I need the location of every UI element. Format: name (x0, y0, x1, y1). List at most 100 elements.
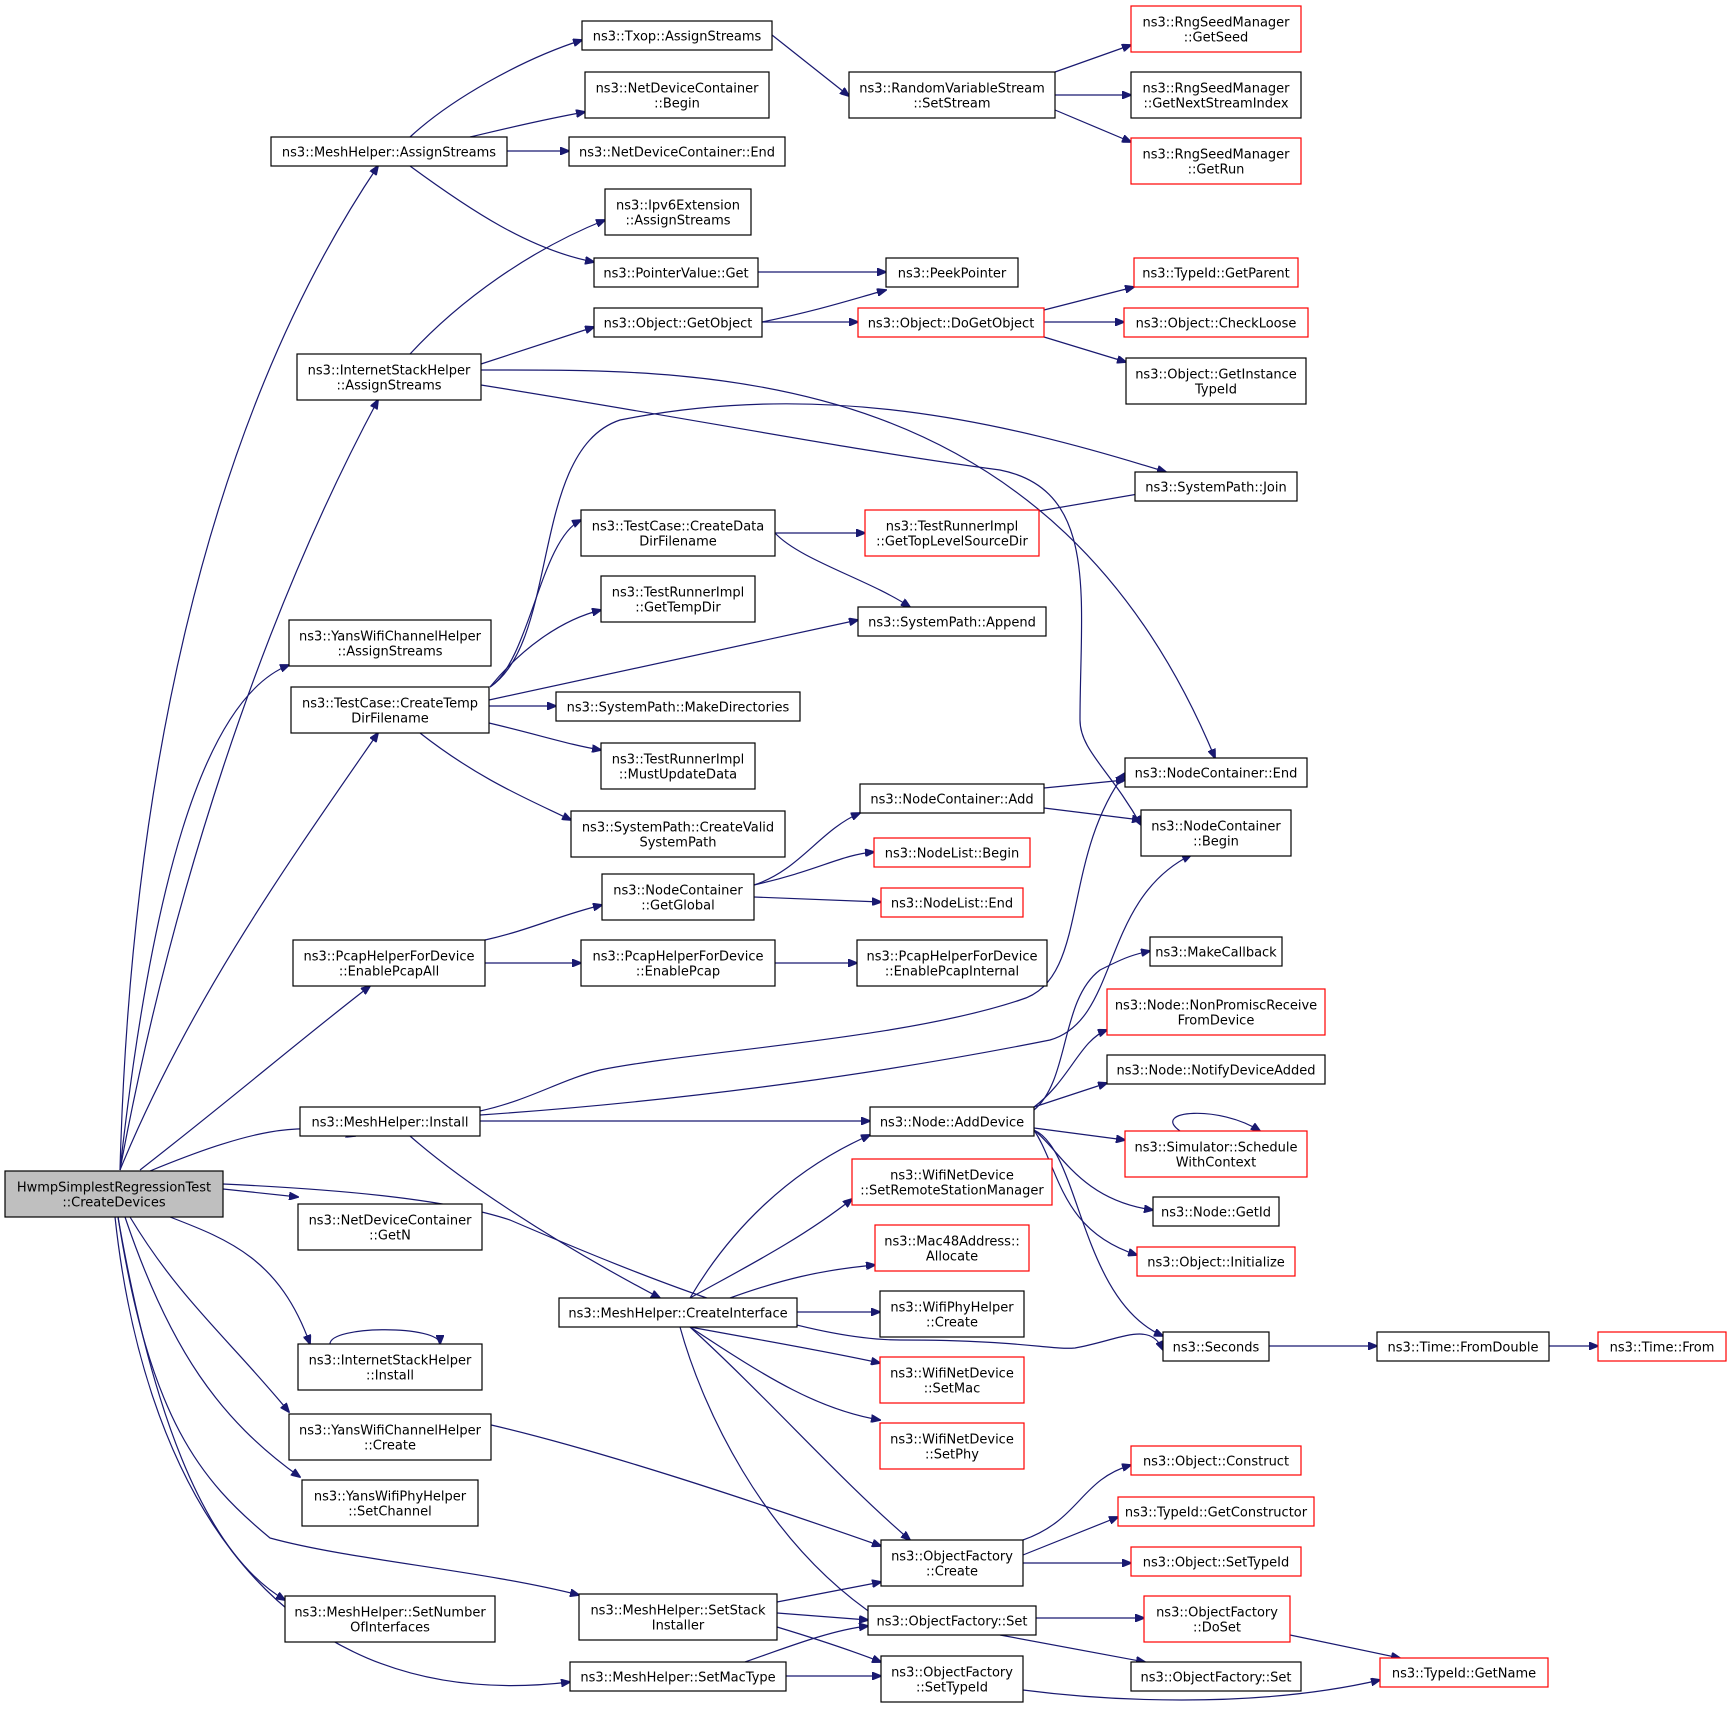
edge-path (753, 813, 860, 886)
function-node[interactable]: ns3::Object::Initialize (1136, 1246, 1296, 1277)
function-node[interactable]: ns3::Object::SetTypeId (1130, 1546, 1302, 1577)
node-label: ns3::Node::NonPromiscReceive (1115, 999, 1317, 1014)
function-node[interactable]: ns3::ObjectFactory::Set (1130, 1661, 1302, 1692)
function-node[interactable]: ns3::TestRunnerImpl::GetTopLevelSourceDi… (864, 509, 1040, 557)
node-box (578, 1593, 778, 1641)
node-label: ns3::PcapHelperForDevice (593, 950, 764, 965)
function-node[interactable]: ns3::YansWifiPhyHelper::SetChannel (301, 1479, 479, 1527)
function-node[interactable]: ns3::MeshHelper::CreateInterface (558, 1297, 798, 1328)
function-node[interactable]: ns3::ObjectFactory::SetTypeId (880, 1655, 1024, 1703)
node-label: ns3::MeshHelper::CreateInterface (568, 1307, 787, 1322)
function-node[interactable]: ns3::Ipv6Extension::AssignStreams (604, 188, 752, 236)
edge-path (1054, 109, 1131, 142)
function-node[interactable]: ns3::WifiPhyHelper::Create (879, 1290, 1025, 1338)
node-label: ns3::SystemPath::Append (868, 616, 1036, 631)
function-node[interactable]: ns3::Object::CheckLoose (1123, 307, 1309, 338)
function-node[interactable]: ns3::Mac48Address::Allocate (874, 1224, 1030, 1272)
function-node[interactable]: ns3::MeshHelper::SetMacType (569, 1661, 787, 1692)
function-node[interactable]: ns3::TestRunnerImpl::GetTempDir (600, 575, 756, 623)
function-node[interactable]: ns3::InternetStackHelper::AssignStreams (296, 353, 482, 401)
edge-path (119, 166, 378, 1171)
function-node[interactable]: ns3::InternetStackHelper::Install (297, 1343, 483, 1391)
function-node[interactable]: ns3::Object::DoGetObject (857, 307, 1045, 338)
function-node[interactable]: ns3::YansWifiChannelHelper::Create (288, 1413, 492, 1461)
node-box (873, 837, 1031, 868)
function-node[interactable]: ns3::Txop::AssignStreams (581, 20, 773, 51)
node-label: SystemPath (639, 836, 716, 851)
function-node[interactable]: ns3::NodeList::End (880, 887, 1024, 918)
function-node[interactable]: ns3::PointerValue::Get (593, 257, 759, 288)
function-node[interactable]: ns3::PcapHelperForDevice::EnablePcapAll (292, 939, 486, 987)
function-node[interactable]: ns3::SystemPath::MakeDirectories (555, 691, 801, 722)
function-node[interactable]: ns3::ObjectFactory::DoSet (1143, 1595, 1291, 1643)
node-label: HwmpSimplestRegressionTest (17, 1181, 211, 1196)
function-node[interactable]: ns3::Node::AddDevice (869, 1106, 1035, 1137)
function-node[interactable]: ns3::RngSeedManager::GetSeed (1130, 5, 1302, 53)
call-edge (119, 400, 378, 1171)
edge-path (484, 905, 602, 941)
function-node[interactable]: ns3::RngSeedManager::GetNextStreamIndex (1130, 71, 1302, 119)
node-box (1130, 1546, 1302, 1577)
node-box (1106, 988, 1326, 1036)
node-box (292, 939, 486, 987)
function-node[interactable]: ns3::PcapHelperForDevice::EnablePcapInte… (856, 939, 1048, 987)
function-node[interactable]: ns3::NodeContainer::GetGlobal (601, 873, 755, 921)
function-node[interactable]: ns3::PcapHelperForDevice::EnablePcap (580, 939, 776, 987)
node-label: ::SetTypeId (916, 1681, 988, 1696)
edge-layer (114, 34, 1598, 1701)
function-node[interactable]: ns3::NodeList::Begin (873, 837, 1031, 868)
function-node[interactable]: ns3::Node::GetId (1152, 1196, 1280, 1227)
function-node[interactable]: ns3::TestRunnerImpl::MustUpdateData (600, 742, 756, 790)
function-node[interactable]: ns3::NetDeviceContainer::GetN (297, 1203, 483, 1251)
call-edge (1022, 1465, 1131, 1541)
function-node[interactable]: ns3::TypeId::GetParent (1133, 257, 1299, 288)
function-node[interactable]: ns3::MakeCallback (1149, 936, 1283, 967)
call-edge (1043, 780, 1125, 789)
function-node[interactable]: ns3::TypeId::GetName (1379, 1657, 1549, 1688)
function-node[interactable]: ns3::WifiNetDevice::SetRemoteStationMana… (851, 1158, 1053, 1206)
function-node[interactable]: ns3::Object::GetObject (593, 307, 763, 338)
node-box (301, 1479, 479, 1527)
function-node[interactable]: ns3::SystemPath::Join (1134, 471, 1298, 502)
function-node[interactable]: ns3::WifiNetDevice::SetPhy (879, 1422, 1025, 1470)
call-edge (776, 1626, 881, 1662)
function-node[interactable]: ns3::Node::NotifyDeviceAdded (1106, 1054, 1326, 1085)
function-node[interactable]: ns3::PeekPointer (885, 257, 1019, 288)
function-node[interactable]: ns3::NodeContainer::Begin (1140, 809, 1292, 857)
node-box (4, 1170, 224, 1218)
function-node[interactable]: ns3::ObjectFactory::Set (867, 1605, 1037, 1636)
function-node[interactable]: ns3::Object::Construct (1130, 1445, 1302, 1476)
call-edge (689, 1135, 870, 1299)
edge-path (488, 722, 601, 750)
function-node[interactable]: ns3::TypeId::GetConstructor (1117, 1496, 1315, 1527)
function-node[interactable]: ns3::NetDeviceContainer::Begin (584, 71, 770, 119)
call-edge (117, 1216, 285, 1600)
node-label: ns3::MeshHelper::SetNumber (294, 1606, 486, 1621)
function-node[interactable]: ns3::WifiNetDevice::SetMac (879, 1356, 1025, 1404)
node-label: ns3::MeshHelper::Install (312, 1116, 469, 1131)
function-node[interactable]: ns3::NetDeviceContainer::End (568, 136, 786, 167)
node-label: ns3::Seconds (1173, 1341, 1260, 1356)
function-node[interactable]: ns3::ObjectFactory::Create (880, 1539, 1024, 1587)
function-node[interactable]: ns3::RandomVariableStream::SetStream (848, 71, 1056, 119)
function-node[interactable]: ns3::RngSeedManager::GetRun (1130, 137, 1302, 185)
function-node[interactable]: ns3::Time::FromDouble (1376, 1331, 1550, 1362)
function-node[interactable]: ns3::YansWifiChannelHelper::AssignStream… (288, 619, 492, 667)
function-node[interactable]: ns3::Seconds (1162, 1331, 1270, 1362)
function-node[interactable]: ns3::MeshHelper::AssignStreams (270, 136, 508, 167)
call-edge (480, 369, 1215, 758)
function-node[interactable]: ns3::NodeContainer::Add (859, 783, 1045, 814)
function-node[interactable]: ns3::NodeContainer::End (1124, 757, 1308, 788)
function-node[interactable]: ns3::SystemPath::Append (857, 606, 1047, 637)
function-node[interactable]: ns3::MeshHelper::Install (299, 1106, 481, 1137)
function-node[interactable]: ns3::Time::From (1597, 1331, 1727, 1362)
node-label: ns3::ObjectFactory (891, 1550, 1013, 1565)
